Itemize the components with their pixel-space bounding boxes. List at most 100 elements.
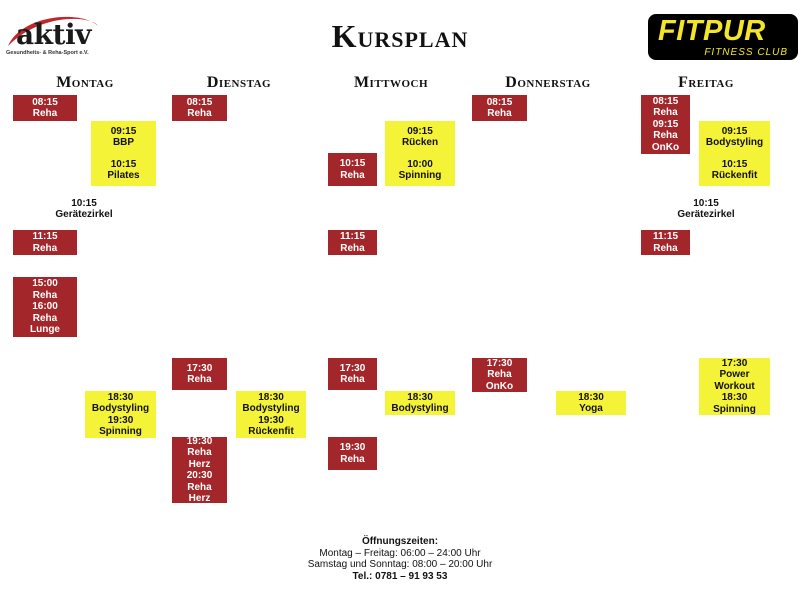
page-title: Kursplan <box>331 18 469 54</box>
course-line: Reha <box>32 289 58 301</box>
course-line: Reha <box>653 130 678 142</box>
course-line: Reha <box>187 108 212 119</box>
course-line: Reha <box>32 242 58 254</box>
course-line: 09:15 <box>721 125 748 137</box>
course-line: 19:30 <box>258 414 284 426</box>
course-line: 18:30 <box>258 391 284 403</box>
course-line: Reha <box>340 242 365 254</box>
course-line: 09:15 <box>652 118 679 130</box>
course-line: 08:15 <box>186 96 213 108</box>
course-line: 09:15 <box>110 125 137 137</box>
course-line: Reha <box>487 108 512 119</box>
course-line: Reha <box>340 453 365 465</box>
course-line: Reha <box>32 108 58 119</box>
course-line: Bodystyling <box>391 403 449 414</box>
day-header-friday: Freitag <box>678 74 734 91</box>
aktiv-logo-tagline: Gesundheits- & Reha-Sport e.V. <box>6 50 89 56</box>
course-line: Reha <box>187 447 212 458</box>
course-line: 11:15 <box>652 231 679 242</box>
course-line: Reha <box>187 481 212 493</box>
course-line: Herz <box>188 493 211 504</box>
course-line: Reha <box>653 242 678 254</box>
course-line: 11:15 <box>32 231 58 242</box>
phone-number: Tel.: 0781 – 91 93 53 <box>352 570 448 582</box>
course-line: 10:15 <box>721 158 748 170</box>
fitpur-logo-tagline: FITNESS CLUB <box>704 47 788 58</box>
day-header-monday: Montag <box>56 74 114 91</box>
course-line: 17:30 <box>721 357 748 369</box>
day-header-tuesday: Dienstag <box>206 74 272 91</box>
course-line: Pilates <box>107 170 140 181</box>
course-line: 10:15 <box>693 197 719 209</box>
opening-hours-weekdays: Montag – Freitag: 06:00 – 24:00 Uhr <box>319 547 481 559</box>
course-line: Herz <box>188 458 211 470</box>
course-line: Bodystyling <box>91 403 150 414</box>
course-line: OnKo <box>485 380 514 392</box>
aktiv-swoosh-icon <box>8 16 98 46</box>
day-header-wednesday: Mittwoch <box>353 74 429 91</box>
course-line: Reha <box>32 312 58 324</box>
course-line: 10:15 <box>339 158 366 169</box>
course-line: Workout <box>714 380 755 392</box>
course-line: 09:15 <box>407 125 433 137</box>
course-line: 17:30 <box>186 362 213 374</box>
course-line: OnKo <box>651 141 680 153</box>
course-line: 17:30 <box>339 362 366 374</box>
course-line: Spinning <box>713 403 756 415</box>
course-line: Gerätezirkel <box>55 209 113 220</box>
course-line: 18:30 <box>721 392 748 404</box>
course-line: 17:30 <box>486 357 513 369</box>
course-line: Spinning <box>99 426 142 437</box>
course-line: 11:15 <box>339 231 366 242</box>
course-line: 08:15 <box>32 96 58 108</box>
course-line: 10:00 <box>407 158 433 170</box>
course-line: Reha <box>340 169 365 181</box>
course-line: Gerätezirkel <box>677 209 735 220</box>
course-line: BBP <box>112 137 135 148</box>
course-line: Bodystyling <box>242 403 300 414</box>
opening-hours-heading: Öffnungszeiten: <box>361 536 439 547</box>
aktiv-logo: aktiv Gesundheits- & Reha-Sport e.V. <box>2 10 102 62</box>
opening-hours: Öffnungszeiten: Montag – Freitag: 06:00 … <box>0 536 800 582</box>
fitpur-logo-word: FITPUR <box>658 15 766 47</box>
course-line: 19:30 <box>339 442 366 453</box>
course-line: 10:15 <box>110 158 137 170</box>
course-line: Yoga <box>579 403 603 414</box>
course-line: Lunge <box>30 324 60 336</box>
day-header-thursday: Donnerstag <box>505 74 591 91</box>
opening-hours-weekend: Samstag und Sonntag: 08:00 – 20:00 Uhr <box>307 559 493 570</box>
course-line: 08:15 <box>486 96 513 108</box>
course-line: Bodystyling <box>705 137 764 148</box>
course-line: Reha <box>487 369 512 381</box>
course-line: 18:30 <box>107 391 134 403</box>
course-line: 10:15 <box>71 197 97 209</box>
course-line: 15:00 <box>32 278 58 290</box>
course-line: 18:30 <box>578 391 604 403</box>
course-line: Rücken <box>401 137 439 148</box>
fitpur-logo: FITPUR FITNESS CLUB <box>648 14 798 60</box>
aktiv-logo-word: aktiv <box>16 18 91 51</box>
course-line: 18:30 <box>407 391 433 403</box>
course-line: Reha <box>653 107 678 119</box>
course-line: Rückenfit <box>248 426 294 437</box>
course-line: Rückenfit <box>711 170 758 181</box>
course-line: 08:15 <box>652 95 679 107</box>
